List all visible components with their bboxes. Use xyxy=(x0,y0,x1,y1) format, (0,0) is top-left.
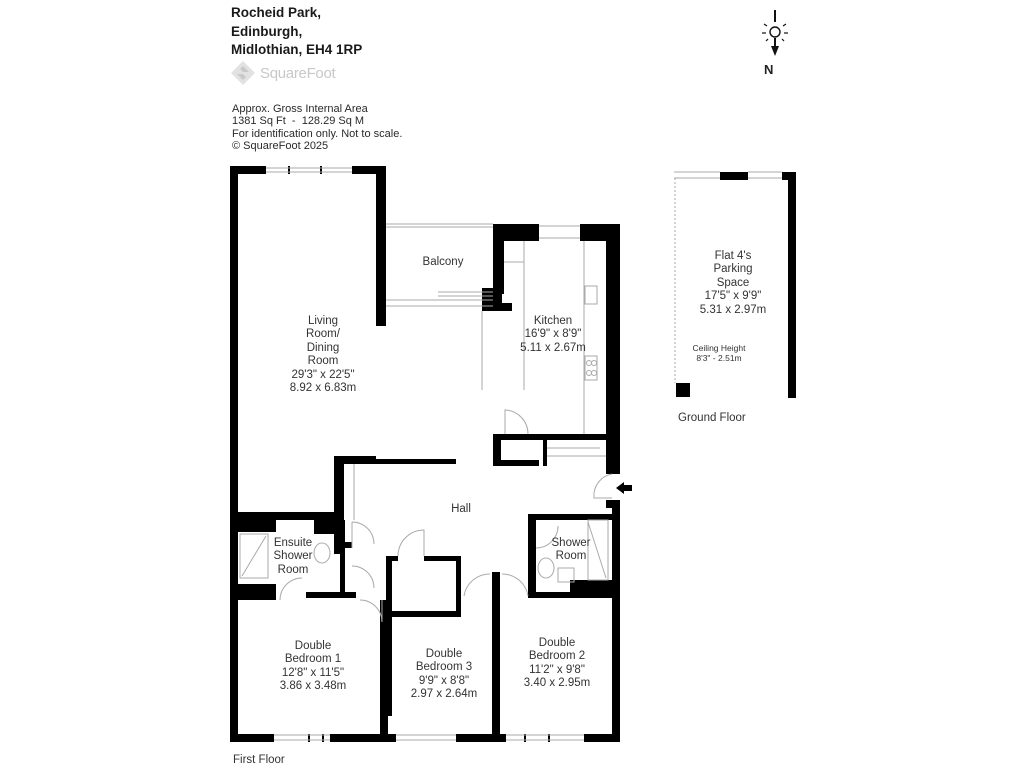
area-value: 1381 Sq Ft - 128.29 Sq M xyxy=(232,115,365,128)
room-label-balcony: Balcony xyxy=(422,256,464,268)
room-label-ensuite: Ensuite Shower Room xyxy=(273,537,313,576)
ground-floor-label: Ground Floor xyxy=(678,412,746,424)
squarefoot-logo-icon xyxy=(231,61,255,85)
entrance-arrow-icon xyxy=(616,482,632,494)
logo-text: SquareFoot xyxy=(260,64,336,82)
disclaimer: For identification only. Not to scale. xyxy=(232,127,403,140)
area-title: Approx. Gross Internal Area xyxy=(232,103,368,115)
room-label-bedroom-2: Double Bedroom 2 11'2" x 9'8" 3.40 x 2.9… xyxy=(523,637,591,690)
room-label-living: Living Room/ Dining Room 29'3" x 22'5" 8… xyxy=(289,315,357,395)
room-label-hall: Hall xyxy=(451,503,471,515)
property-address: Rocheid Park, Edinburgh, Midlothian, EH4… xyxy=(231,4,362,60)
address-line-1: Rocheid Park, xyxy=(231,5,322,20)
first-floor-label: First Floor xyxy=(233,754,285,766)
room-label-parking: Flat 4's Parking Space 17'5" x 9'9" 5.31… xyxy=(699,250,767,316)
address-line-3: Midlothian, EH4 1RP xyxy=(231,42,363,57)
first-floor-light-lines xyxy=(239,167,613,741)
room-label-shower: Shower Room xyxy=(551,537,591,563)
squarefoot-logo: SquareFoot xyxy=(230,60,336,86)
room-label-bedroom-1: Double Bedroom 1 12'8" x 11'5" 3.86 x 3.… xyxy=(279,640,347,693)
copyright: © SquareFoot 2025 xyxy=(232,139,329,152)
room-label-bedroom-3: Double Bedroom 3 9'9" x 8'8" 2.97 x 2.64… xyxy=(410,648,478,701)
sun-compass-icon xyxy=(762,10,788,56)
room-label-kitchen: Kitchen 16'9" x 8'9" 5.11 x 2.67m xyxy=(520,315,586,354)
parking-ceiling-height: Ceiling Height 8'3" - 2.51m xyxy=(692,343,746,363)
first-floor-walls xyxy=(230,166,620,742)
area-info: Approx. Gross Internal Area 1381 Sq Ft -… xyxy=(232,103,402,152)
address-line-2: Edinburgh, xyxy=(231,23,303,39)
ground-floor-walls xyxy=(676,172,796,398)
compass-north-label: N xyxy=(764,62,774,77)
